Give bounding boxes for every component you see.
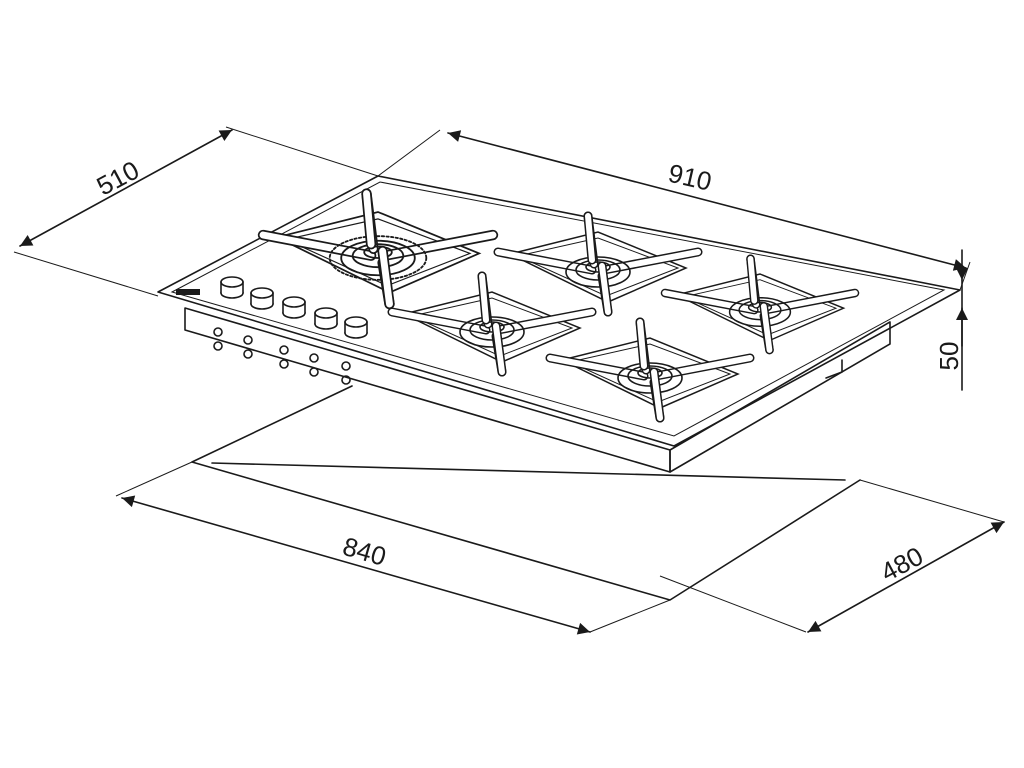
dimension-480: 480 (659, 479, 1005, 633)
dimension-480-label: 480 (876, 541, 928, 588)
burner (545, 317, 755, 423)
burner (660, 254, 860, 355)
knob (282, 296, 306, 319)
dimension-50-label: 50 (934, 342, 964, 371)
knob (344, 316, 368, 339)
dimension-50: 50 (934, 249, 968, 391)
front-connectors (213, 327, 351, 385)
dimension-510-label: 510 (92, 155, 144, 202)
cutout-outline (191, 385, 861, 601)
dimension-840-label: 840 (339, 531, 389, 572)
wok-burner (257, 188, 499, 310)
burner (387, 271, 597, 377)
knob (314, 307, 338, 330)
knob (250, 287, 274, 310)
brand-logo (176, 289, 200, 295)
control-knobs (220, 276, 368, 339)
knob (220, 276, 244, 299)
burners-group (257, 188, 860, 423)
dimension-840: 840 (115, 461, 671, 635)
